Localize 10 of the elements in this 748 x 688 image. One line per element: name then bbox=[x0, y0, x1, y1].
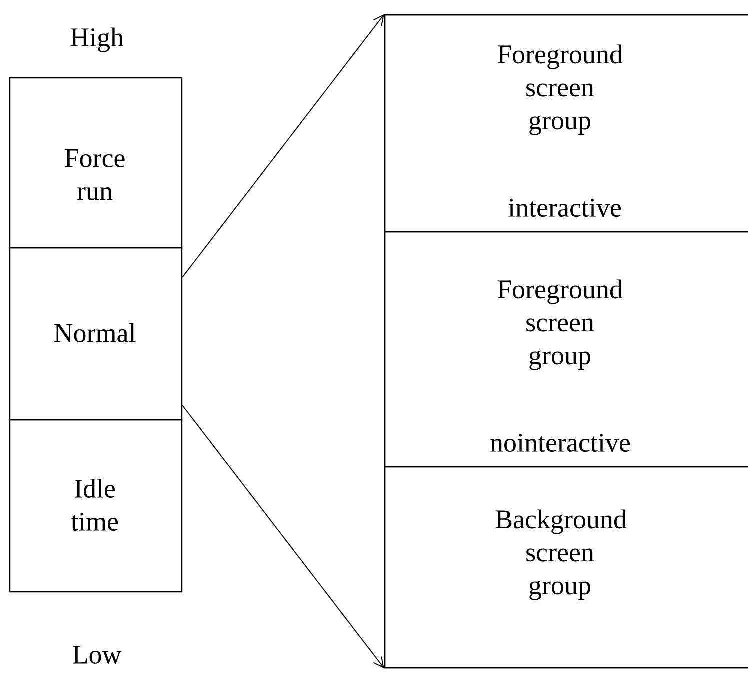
priority-box: Normal bbox=[9, 247, 183, 421]
priority-box: Idle time bbox=[9, 419, 183, 593]
priority-label: High bbox=[70, 28, 124, 52]
priority-label: Low bbox=[73, 646, 122, 664]
arrow bbox=[182, 405, 384, 669]
arrow bbox=[182, 14, 384, 278]
screen-group-cell: Foreground screen group interactive bbox=[384, 14, 748, 233]
priority-box: Force run bbox=[9, 77, 183, 249]
screen-group-cell: Foreground screen group nointeractive bbox=[384, 231, 748, 468]
screen-group-cell: Background screen group bbox=[384, 466, 748, 669]
